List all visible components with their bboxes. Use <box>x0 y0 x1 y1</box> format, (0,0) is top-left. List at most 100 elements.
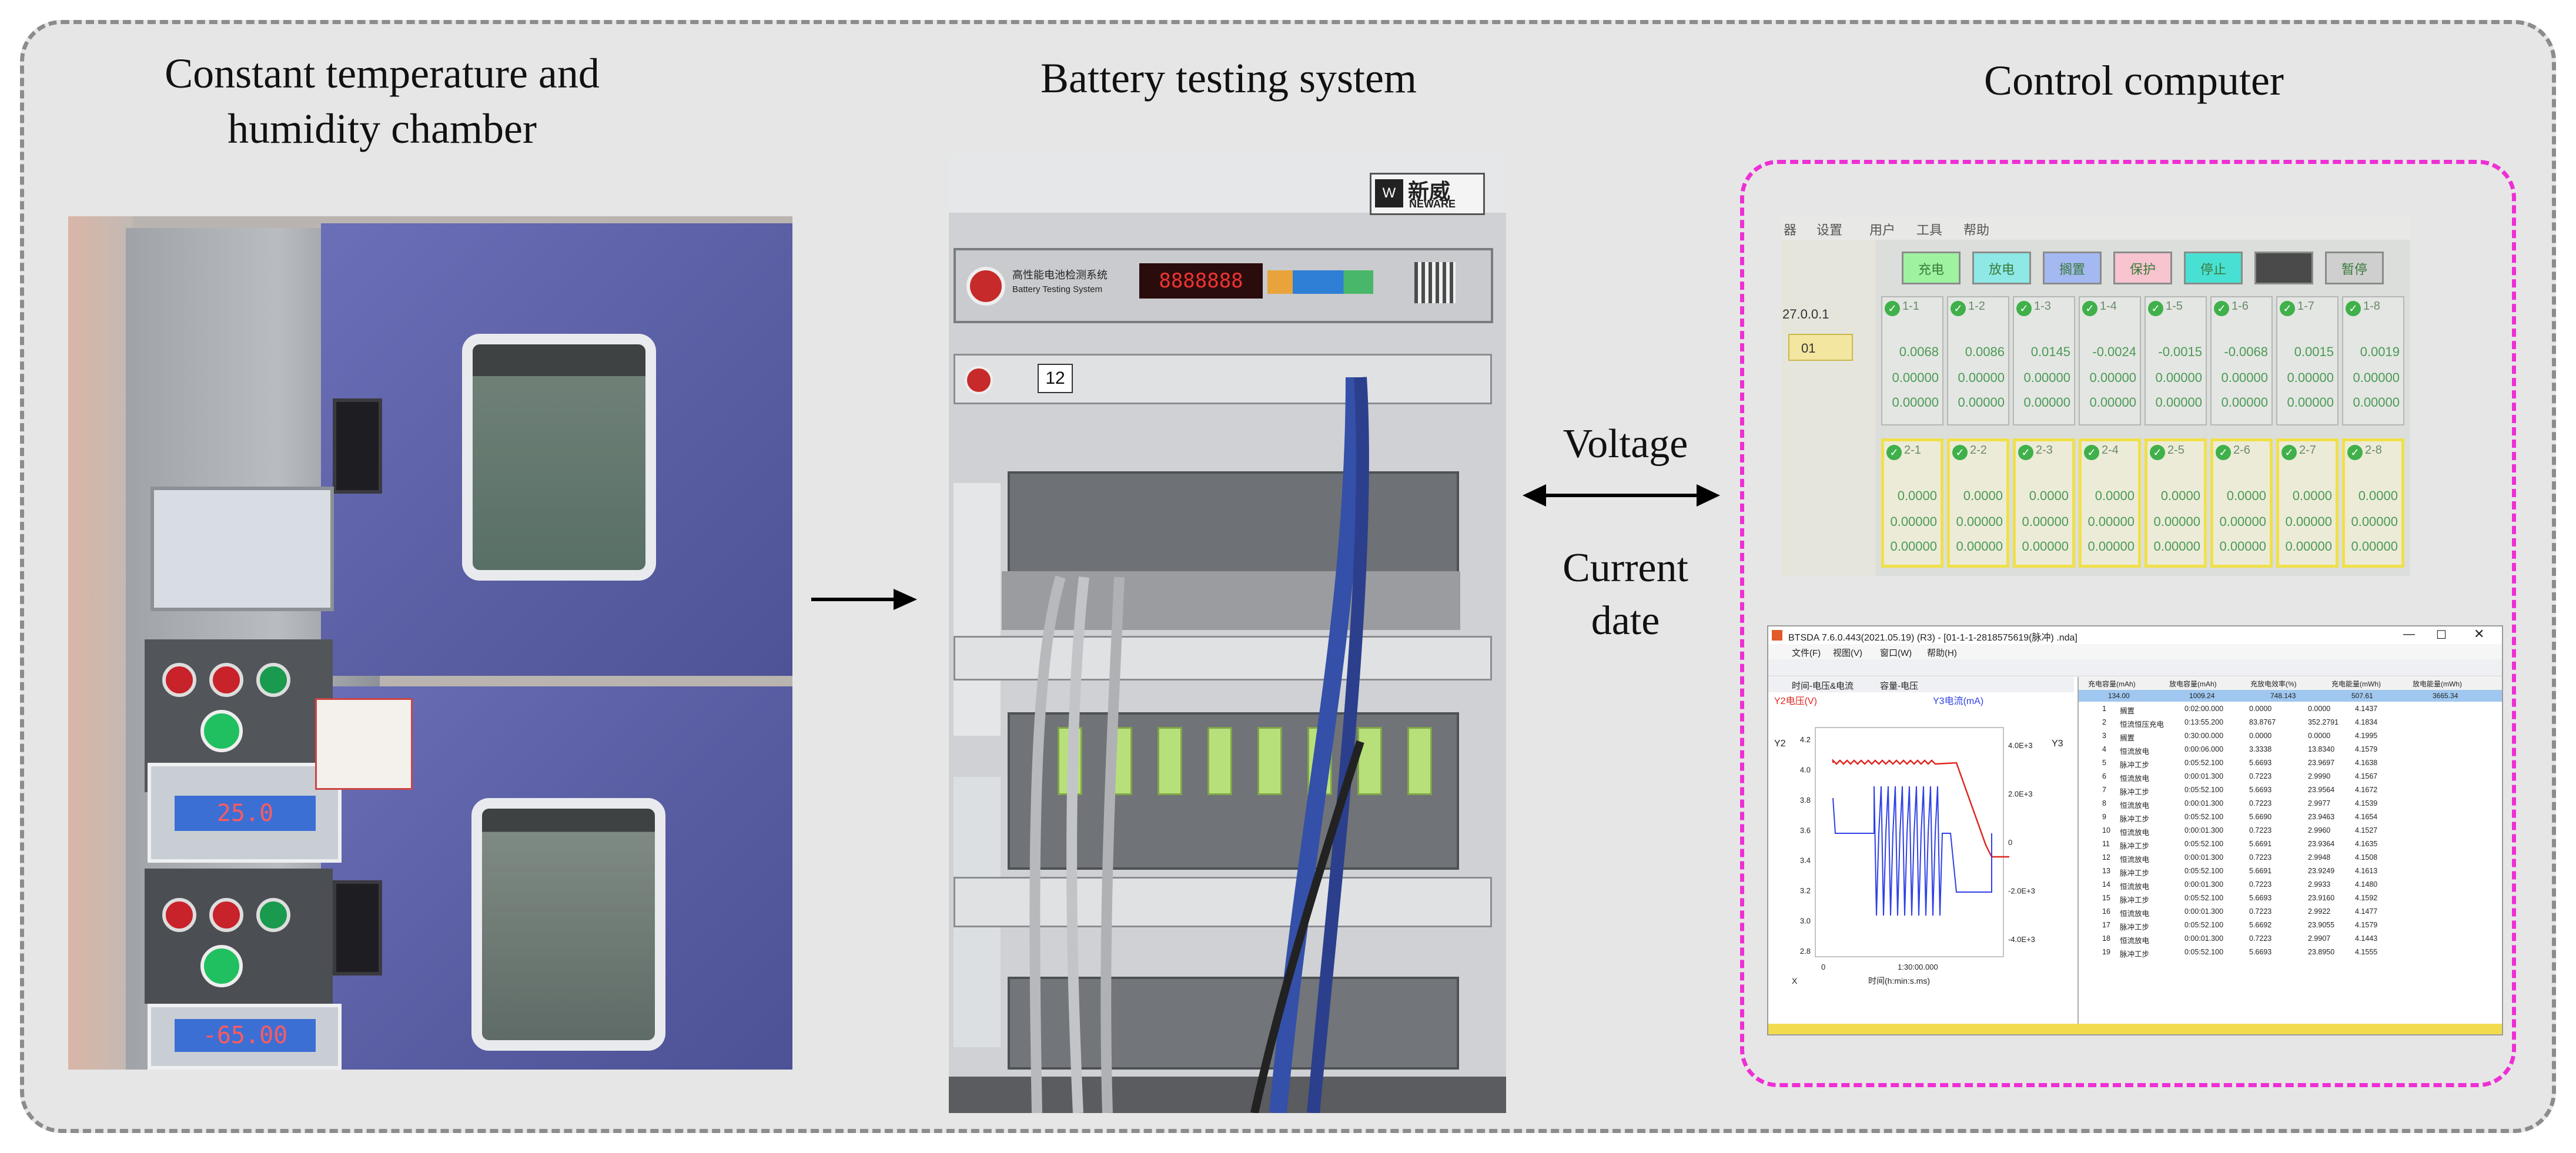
close-icon[interactable]: ✕ <box>2474 626 2485 641</box>
channel-value: 0.00000 <box>2219 539 2266 554</box>
indicator-red-2 <box>209 663 243 697</box>
menu-window[interactable]: 窗口(W) <box>1880 648 1912 658</box>
table-cell: 352.2791 <box>2308 718 2339 726</box>
table-cell: 83.8767 <box>2249 718 2276 726</box>
tester-unit-3 <box>954 877 1492 927</box>
column-header[interactable]: 放电容量(mAh) <box>2169 680 2217 688</box>
menu-item[interactable]: 用户 <box>1869 223 1896 237</box>
channel-value: 0.00000 <box>1958 370 2005 385</box>
x-tick-label: 1:30:00.000 <box>1898 963 1938 971</box>
table-cell: 0.0000 <box>2249 705 2272 713</box>
table-cell: 0:05:52.100 <box>2184 840 2224 848</box>
status-button[interactable]: 充电 <box>1902 252 1961 284</box>
x-axis-label: 时间(h:min:s.ms) <box>1868 976 1930 986</box>
channel-value: 0.00000 <box>1956 539 2003 554</box>
column-header[interactable]: 充电容量(mAh) <box>2088 680 2136 688</box>
table-cell: 5.6692 <box>2249 921 2272 929</box>
menu-item[interactable]: 工具 <box>1916 223 1943 237</box>
menu-view[interactable]: 视图(V) <box>1833 648 1862 658</box>
channel-value: 0.00000 <box>1890 539 1937 554</box>
y3-symbol: Y3 <box>2052 739 2063 749</box>
table-cell: 2.9977 <box>2308 799 2331 807</box>
menu-item[interactable]: 设置 <box>1816 223 1843 237</box>
status-button[interactable]: 暂停 <box>2325 252 2384 284</box>
device-node[interactable]: 01 <box>1788 334 1853 361</box>
channel-value: 0.00000 <box>2089 370 2136 385</box>
channel-voltage: 0.0068 <box>1899 344 1939 359</box>
status-button[interactable]: 放电 <box>1972 252 2031 284</box>
minimize-icon[interactable]: — <box>2403 628 2415 641</box>
status-button[interactable] <box>2254 252 2313 284</box>
current-trace <box>1832 786 1992 916</box>
menu-help[interactable]: 帮助(H) <box>1927 648 1957 658</box>
table-cell: 0.0000 <box>2308 705 2331 713</box>
column-header[interactable]: 充放电效率(%) <box>2250 680 2297 688</box>
table-cell: 恒流放电 <box>2120 883 2150 891</box>
table-cell: 23.8950 <box>2308 948 2335 956</box>
channel-voltage: 0.0015 <box>2294 344 2334 359</box>
tab-time-voltage-current[interactable]: 时间-电压&电流 <box>1792 681 1854 691</box>
maximize-icon[interactable]: ☐ <box>2436 629 2447 642</box>
column-header[interactable]: 放电能量(mWh) <box>2413 680 2462 688</box>
y2-axis-label: Y2电压(V) <box>1774 696 1817 706</box>
status-button[interactable]: 搁置 <box>2043 252 2102 284</box>
table-cell: 6 <box>2102 772 2106 780</box>
status-button[interactable]: 保护 <box>2113 252 2172 284</box>
arrow-chamber-to-tester <box>811 589 917 610</box>
power-button-icon <box>966 267 1005 306</box>
table-cell: 脉冲工步 <box>2120 761 2150 769</box>
unit-power-icon <box>965 366 993 394</box>
controller-panel-upper <box>150 487 334 611</box>
menu-item[interactable]: 帮助 <box>1963 223 1990 237</box>
table-cell: 23.9364 <box>2308 840 2335 848</box>
table-cell: 2.9922 <box>2308 907 2331 916</box>
column-header[interactable]: 充电能量(mWh) <box>2331 680 2381 688</box>
indicator-green-1 <box>256 663 290 697</box>
table-cell: 脉冲工步 <box>2120 869 2150 877</box>
voltage-label: Voltage <box>1563 421 1688 467</box>
channel-id: 1-5 <box>2166 300 2183 313</box>
status-button[interactable]: 停止 <box>2184 252 2243 284</box>
menu-item[interactable]: 器 <box>1784 223 1797 237</box>
tab-capacity-voltage[interactable]: 容量-电压 <box>1880 681 1918 691</box>
channel-value: 0.00000 <box>1890 514 1937 529</box>
battery-cell-4 <box>1207 727 1232 795</box>
menu-file[interactable]: 文件(F) <box>1792 648 1821 658</box>
